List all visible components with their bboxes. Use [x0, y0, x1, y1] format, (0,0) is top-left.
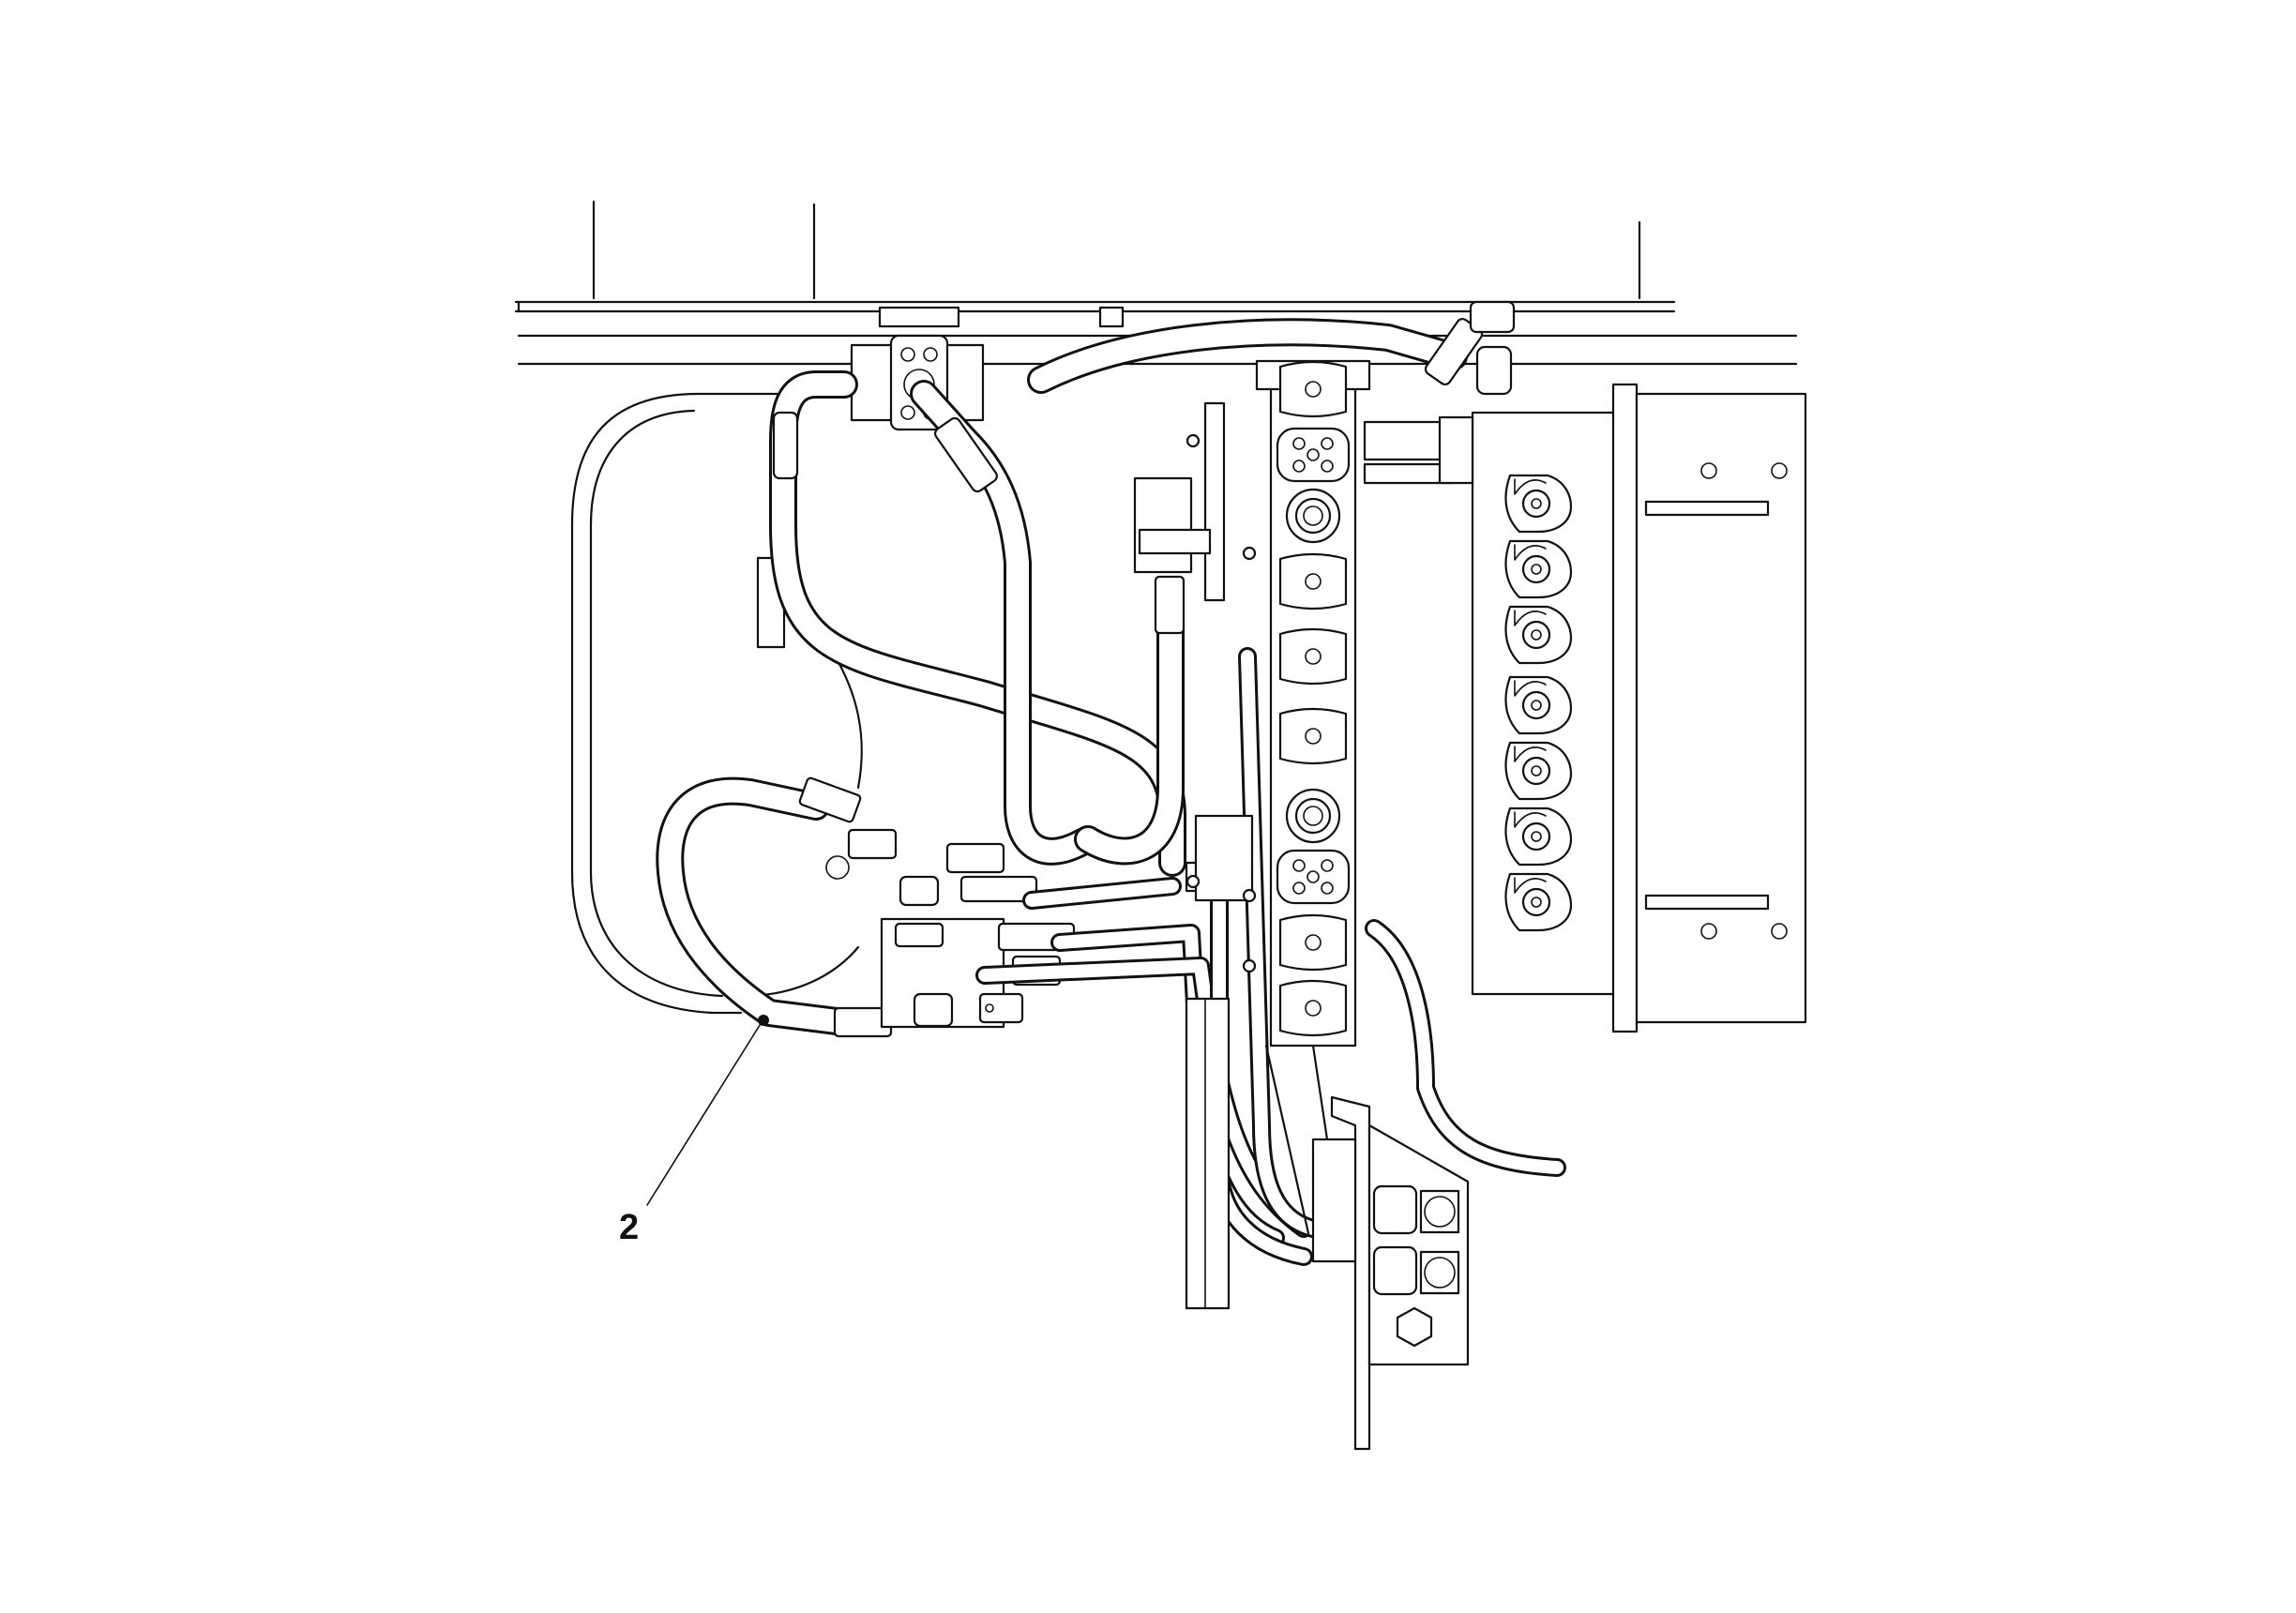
manifold-port	[1285, 788, 1341, 844]
valve-connector	[1504, 605, 1573, 665]
bracket-bolt	[1242, 888, 1257, 903]
manifold-port	[1278, 913, 1348, 972]
lower-bracket	[1311, 1095, 1470, 1451]
control-manifold	[1255, 359, 1371, 1235]
manifold-port	[1278, 360, 1348, 418]
callout-2-label: 2	[619, 1208, 640, 1247]
manifold-port	[1276, 427, 1351, 483]
manifold-port	[1278, 707, 1348, 765]
valve-connector	[1504, 741, 1573, 801]
bracket-bolt	[1242, 958, 1257, 973]
hydraulic-tank	[570, 392, 863, 1015]
valve-connector	[1504, 539, 1573, 599]
manifold-port	[1276, 849, 1351, 905]
manifold-port	[1278, 979, 1348, 1037]
manifold-port	[1278, 552, 1348, 611]
manifold-port	[1278, 627, 1348, 686]
hose-ferrules	[772, 300, 1516, 1038]
right-valve-bank	[1363, 383, 1807, 1033]
support-bracket	[1133, 401, 1257, 1310]
callout-2-leader	[646, 1015, 769, 1206]
valve-connector	[1504, 872, 1573, 932]
bracket-bolt	[1186, 874, 1201, 889]
valve-connector	[1504, 806, 1573, 867]
valve-connector	[1504, 675, 1573, 735]
valve-connector	[1504, 474, 1573, 534]
manifold-port	[1285, 488, 1341, 544]
bracket-bolt	[1242, 546, 1257, 561]
bracket-bolt	[1186, 433, 1201, 448]
